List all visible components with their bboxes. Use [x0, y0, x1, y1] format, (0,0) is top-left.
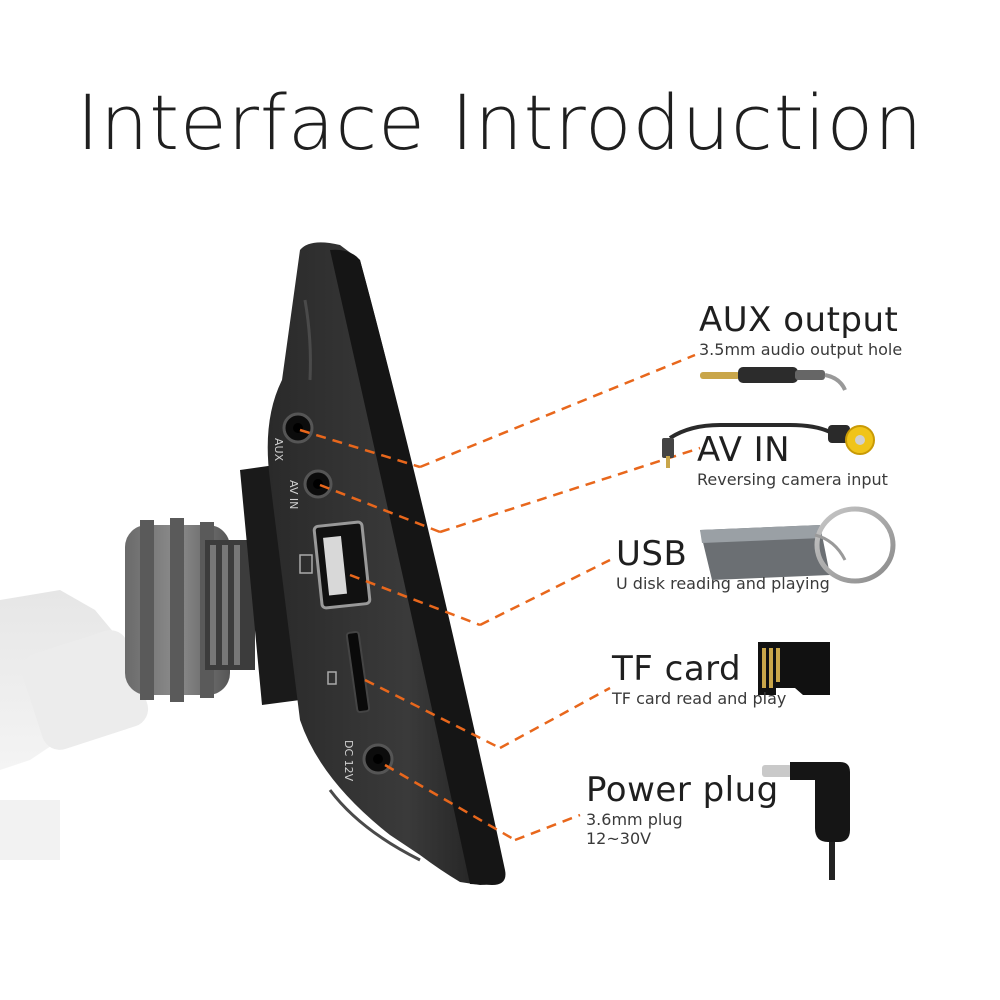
leader-avin-b: [439, 446, 701, 534]
dc-port-label: DC 12V: [342, 740, 355, 782]
callout-avin-heading: AV IN: [697, 430, 791, 470]
callout-usb-desc: U disk reading and playing: [616, 574, 830, 593]
leader-avin-a: [319, 483, 441, 534]
aux-port-label: AUX: [272, 438, 285, 462]
callout-aux: AUX output 3.5mm audio output hole: [699, 300, 902, 359]
callout-avin-desc: Reversing camera input: [697, 470, 888, 489]
leader-usb-a: [349, 573, 481, 627]
leader-lines: [299, 353, 701, 842]
dc-power-port: [362, 743, 394, 775]
av-in-port-label: AV IN: [287, 480, 300, 509]
audio-jack-icon: [700, 367, 847, 391]
leader-tf-a: [364, 678, 501, 750]
callout-tf: TF card TF card read and play: [612, 649, 786, 708]
aux-port: [282, 412, 314, 444]
callout-aux-heading: AUX output: [699, 300, 899, 340]
tf-slot: [345, 630, 371, 714]
callout-usb: USB U disk reading and playing: [616, 534, 830, 593]
sd-card-icon: [758, 642, 830, 695]
usb-drive-icon: [700, 506, 896, 584]
callout-tf-desc: TF card read and play: [612, 689, 787, 708]
leader-tf-b: [499, 686, 611, 750]
callout-usb-heading: USB: [616, 534, 688, 574]
callout-tf-heading: TF card: [612, 649, 742, 689]
av-in-port: [303, 469, 333, 499]
leader-usb-b: [479, 558, 611, 627]
page-title: Interface Introduction: [76, 78, 924, 167]
mount-arm: [0, 590, 149, 860]
leader-power-a: [384, 763, 516, 842]
power-plug-icon: [762, 762, 850, 880]
callout-power: Power plug 3.6mm plug 12~30V: [586, 770, 779, 848]
av-cable-icon: [662, 423, 875, 468]
mounting-plate: [240, 465, 300, 705]
leader-aux-a: [299, 428, 421, 469]
usb-port: [312, 520, 372, 610]
callout-avin: AV IN Reversing camera input: [697, 430, 888, 489]
callout-power-desc-2: 12~30V: [586, 829, 652, 848]
callout-power-desc-1: 3.6mm plug: [586, 810, 683, 829]
tf-symbol-icon: [327, 671, 337, 685]
callout-power-heading: Power plug: [586, 770, 779, 810]
leader-aux-b: [419, 353, 696, 469]
leader-power-b: [514, 813, 581, 842]
callout-aux-desc: 3.5mm audio output hole: [699, 340, 903, 359]
usb-symbol-icon: [299, 554, 313, 574]
device-body: [267, 242, 506, 886]
mount-knob: [125, 518, 255, 702]
